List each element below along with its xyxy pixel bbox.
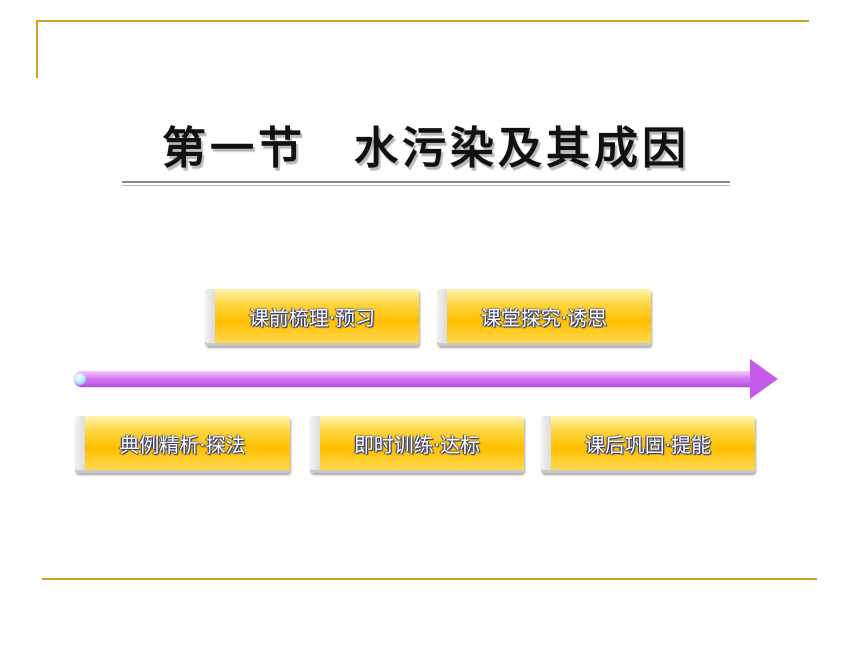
frame-left-rule <box>36 20 38 78</box>
nav-button-preview[interactable]: 课前梳理·预习 <box>205 289 419 346</box>
nav-button-label: 课前梳理·预习 <box>248 305 376 330</box>
dot-icon <box>74 373 86 385</box>
nav-button-label: 典例精析·探法 <box>119 432 246 457</box>
nav-button-label: 即时训练·达标 <box>353 432 481 457</box>
nav-button-practice[interactable]: 即时训练·达标 <box>310 416 524 473</box>
page-title: 第一节 水污染及其成因 <box>162 123 690 174</box>
nav-button-classroom-inquiry[interactable]: 课堂探究·诱思 <box>437 289 651 346</box>
title-underline <box>122 181 730 183</box>
nav-button-label: 课后巩固·提能 <box>584 432 712 457</box>
nav-button-consolidate[interactable]: 课后巩固·提能 <box>541 416 755 473</box>
title-underline-shadow <box>122 185 730 186</box>
frame-top-rule <box>36 20 809 22</box>
nav-button-examples[interactable]: 典例精析·探法 <box>75 416 290 473</box>
bottom-rule <box>42 578 817 580</box>
nav-button-label: 课堂探究·诱思 <box>480 305 608 330</box>
right-arrow-icon <box>750 359 778 399</box>
timeline-arrow-shaft <box>74 371 758 387</box>
